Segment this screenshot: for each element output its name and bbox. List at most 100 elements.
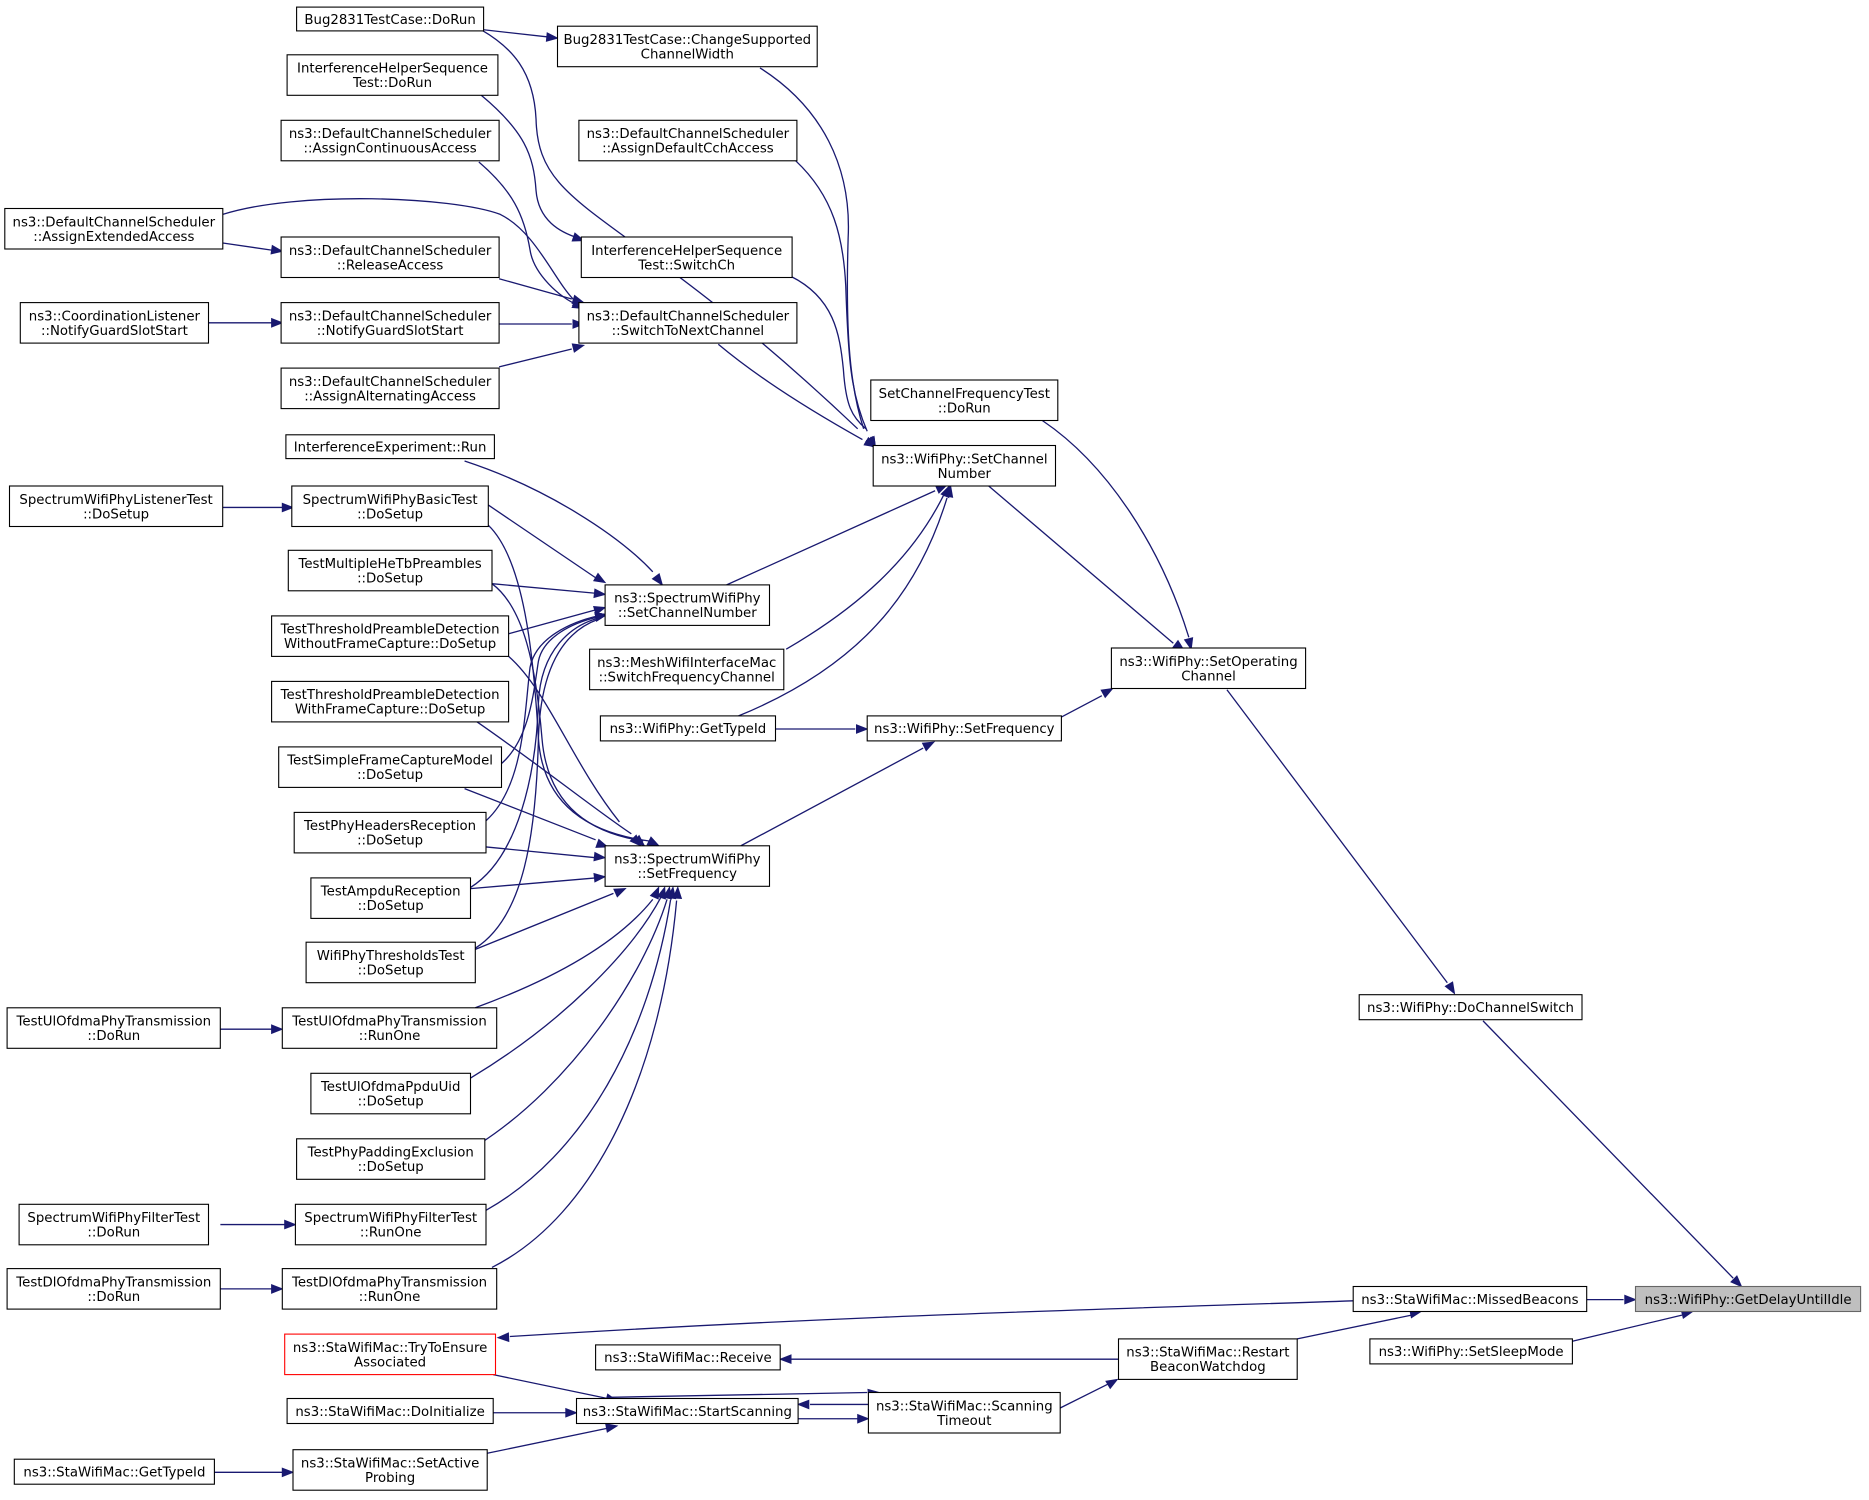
node-wp-setfreq[interactable]: ns3::WifiPhy::SetFrequency [866, 715, 1062, 742]
node-tampdu[interactable]: TestAmpduReception::DoSetup [310, 877, 472, 919]
arrowhead [571, 294, 586, 305]
node-tmhetb[interactable]: TestMultipleHeTbPreambles::DoSetup [287, 549, 493, 592]
node-label: Test::SwitchCh [637, 258, 735, 273]
node-swpf-dorun[interactable]: SpectrumWifiPhyFilterTest::DoRun [18, 1203, 210, 1246]
node-bug-change[interactable]: Bug2831TestCase::ChangeSupportedChannelW… [556, 25, 818, 68]
node-box [1358, 994, 1583, 1021]
node-box [604, 845, 771, 887]
node-sta-doinit[interactable]: ns3::StaWifiMac::DoInitialize [286, 1397, 494, 1425]
node-label: ns3::MeshWifiInterfaceMac [597, 656, 776, 671]
arrowhead [605, 1423, 619, 1433]
node-label: Channel [1181, 669, 1236, 684]
node-sta-typeid[interactable]: ns3::StaWifiMac::GetTypeId [13, 1458, 215, 1485]
node-label: TestAmpduReception [320, 885, 461, 900]
node-label: ns3::SpectrumWifiPhy [614, 592, 761, 607]
node-label: ns3::StaWifiMac::StartScanning [583, 1405, 792, 1420]
node-sta-startscan[interactable]: ns3::StaWifiMac::StartScanning [575, 1397, 799, 1425]
node-tulofdma-runone[interactable]: TestUlOfdmaPhyTransmission::RunOne [281, 1007, 498, 1049]
node-swp-setchnum[interactable]: ns3::SpectrumWifiPhy::SetChannelNumber [604, 584, 771, 626]
node-wp-sleep[interactable]: ns3::WifiPhy::SetSleepMode [1369, 1338, 1573, 1365]
node-label: ::SetFrequency [638, 867, 738, 882]
node-label: WithoutFrameCapture::DoSetup [284, 637, 496, 652]
node-box [293, 811, 487, 854]
node-swp-setfreq[interactable]: ns3::SpectrumWifiPhy::SetFrequency [604, 845, 771, 887]
node-sta-missed[interactable]: ns3::StaWifiMac::MissedBeacons [1352, 1285, 1588, 1313]
node-root[interactable]: ns3::WifiPhy::GetDelayUntilIdle [1634, 1285, 1862, 1313]
node-dcs-cont[interactable]: ns3::DefaultChannelScheduler::AssignCont… [280, 119, 500, 162]
node-box [18, 1203, 210, 1246]
node-dcs-next[interactable]: ns3::DefaultChannelScheduler::SwitchToNe… [578, 302, 798, 344]
call-edge [1572, 1314, 1683, 1342]
arrowhead [594, 612, 608, 622]
node-box [4, 207, 224, 250]
node-label: ::DoSetup [357, 834, 423, 849]
node-swp-basic[interactable]: SpectrumWifiPhyBasicTest::DoSetup [291, 485, 489, 528]
node-label: ns3::SpectrumWifiPhy [614, 853, 761, 868]
node-label: Probing [365, 1471, 415, 1486]
node-box [1110, 647, 1307, 690]
node-tdlofdma-runone[interactable]: TestDlOfdmaPhyTransmission::RunOne [281, 1268, 498, 1310]
arrowhead [271, 317, 284, 328]
node-tulofdma-dorun[interactable]: TestUlOfdmaPhyTransmission::DoRun [6, 1007, 221, 1049]
node-box [271, 615, 510, 657]
node-label: ns3::WifiPhy::GetTypeId [610, 722, 767, 737]
node-label: ::DoSetup [358, 899, 424, 914]
arrowhead [943, 484, 954, 498]
node-box [578, 302, 798, 344]
node-ie-run[interactable]: InterferenceExperiment::Run [285, 434, 495, 460]
node-box [599, 715, 777, 742]
node-tphypad[interactable]: TestPhyPaddingExclusion::DoSetup [296, 1138, 486, 1180]
node-tphr[interactable]: TestPhyHeadersReception::DoSetup [293, 811, 487, 854]
node-wp-setchnum[interactable]: ns3::WifiPhy::SetChannelNumber [872, 444, 1057, 487]
node-bug-dorun[interactable]: Bug2831TestCase::DoRun [296, 6, 485, 32]
node-label: ns3::WifiPhy::SetChannel [881, 452, 1047, 467]
arrowhead [270, 244, 284, 255]
node-swp-listener[interactable]: SpectrumWifiPhyListenerTest::DoSetup [8, 485, 224, 528]
node-label: Number [938, 467, 992, 482]
node-label: ::DoSetup [357, 768, 423, 783]
node-wpthr[interactable]: WifiPhyThresholdsTest::DoSetup [305, 941, 476, 984]
node-scf-dorun[interactable]: SetChannelFrequencyTest::DoRun [870, 379, 1059, 422]
node-label: ns3::WifiPhy::GetDelayUntilIdle [1645, 1293, 1852, 1308]
call-edge [785, 495, 945, 650]
call-edge [464, 787, 596, 841]
call-edge [738, 497, 948, 717]
node-swpf-runone[interactable]: SpectrumWifiPhyFilterTest::RunOne [294, 1203, 487, 1246]
node-dcs-alt[interactable]: ns3::DefaultChannelScheduler::AssignAlte… [280, 367, 500, 410]
node-ttpd-w[interactable]: TestThresholdPreambleDetectionWithFrameC… [271, 680, 510, 723]
node-box [285, 434, 495, 460]
node-dcs-ext[interactable]: ns3::DefaultChannelScheduler::AssignExte… [4, 207, 224, 250]
node-wp-typeid[interactable]: ns3::WifiPhy::GetTypeId [599, 715, 777, 742]
call-edge [740, 747, 924, 847]
node-box [6, 1268, 221, 1310]
arrowhead [863, 436, 877, 448]
node-dcs-release[interactable]: ns3::DefaultChannelScheduler::ReleaseAcc… [280, 236, 500, 279]
node-wp-dochsw[interactable]: ns3::WifiPhy::DoChannelSwitch [1358, 994, 1583, 1021]
node-coord[interactable]: ns3::CoordinationListener::NotifyGuardSl… [19, 302, 210, 344]
node-dcs-defcch[interactable]: ns3::DefaultChannelScheduler::AssignDefa… [578, 119, 798, 162]
arrowhead [593, 588, 607, 599]
node-label: ns3::DefaultChannelScheduler [289, 375, 492, 390]
node-tsfcm[interactable]: TestSimpleFrameCaptureModel::DoSetup [278, 746, 503, 788]
node-tdlofdma-dorun[interactable]: TestDlOfdmaPhyTransmission::DoRun [6, 1268, 221, 1310]
arrowhead [778, 1354, 792, 1365]
node-box [280, 119, 500, 162]
node-label: WifiPhyThresholdsTest [317, 949, 465, 964]
node-tulppdu[interactable]: TestUlOfdmaPpduUid::DoSetup [310, 1072, 472, 1115]
node-mesh[interactable]: ns3::MeshWifiInterfaceMac::SwitchFrequen… [589, 648, 785, 691]
arrowhead [545, 32, 559, 42]
call-edge [470, 896, 662, 1079]
node-dcs-guard[interactable]: ns3::DefaultChannelScheduler::NotifyGuar… [280, 302, 500, 344]
call-edge [479, 899, 668, 1145]
node-label: ::NotifyGuardSlotStart [317, 324, 464, 339]
node-ttpd-wo[interactable]: TestThresholdPreambleDetectionWithoutFra… [271, 615, 510, 657]
node-sta-receive[interactable]: ns3::StaWifiMac::Receive [595, 1344, 781, 1371]
arrowhead [281, 1467, 295, 1478]
